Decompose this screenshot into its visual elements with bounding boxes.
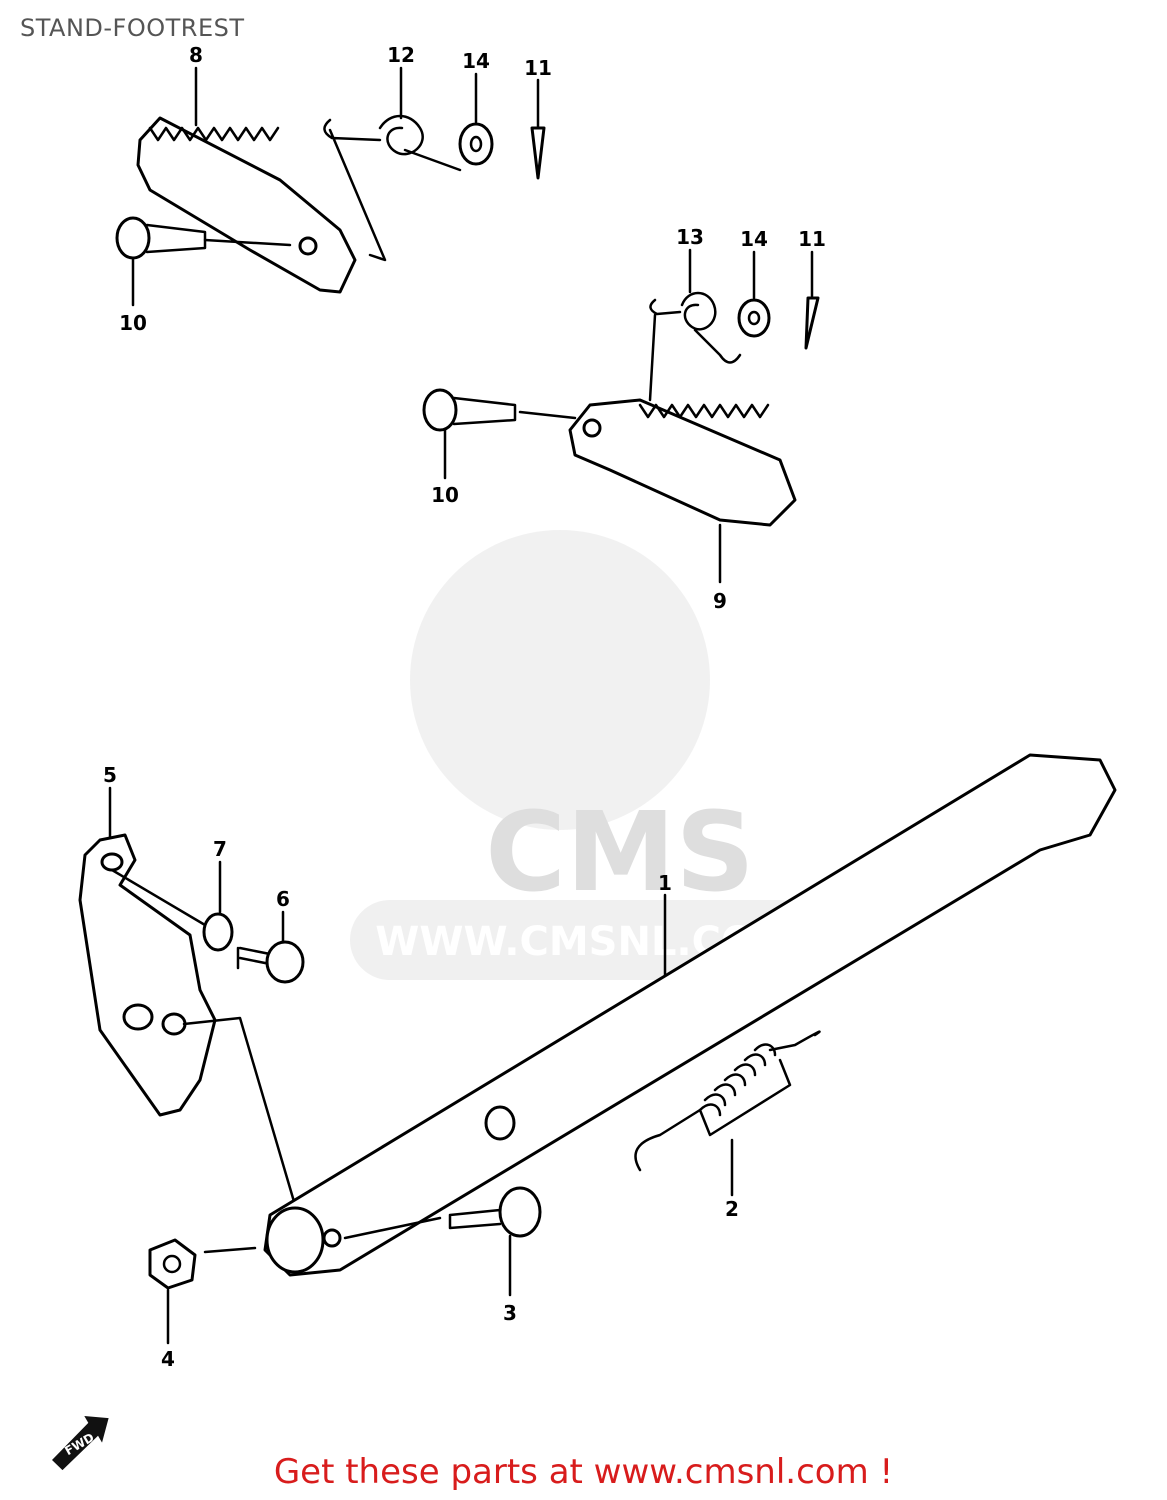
- footer-call-to-action[interactable]: Get these parts at www.cmsnl.com !: [273, 1452, 894, 1492]
- stand-nut-guide: [203, 1246, 257, 1254]
- side-stand: [263, 753, 1117, 1277]
- right-pin-guide: [518, 410, 577, 420]
- label-part-11: 11: [524, 56, 552, 80]
- left-washer-hole: [469, 135, 483, 153]
- left-spring-coil: [323, 114, 462, 262]
- side-stand-bolt-guide: [343, 1216, 442, 1240]
- label-part-9: 9: [713, 589, 727, 613]
- stand-bracket-guide-upper: [110, 868, 207, 927]
- right-cotter-pin: [804, 296, 820, 350]
- stand-bracket-hole-lower: [161, 1012, 187, 1036]
- stand-nut: [148, 1238, 257, 1290]
- label-part-14: 14: [462, 49, 490, 73]
- bracket-washer: [202, 912, 234, 952]
- right-spring-coil: [648, 291, 742, 402]
- label-part-13: 13: [676, 225, 704, 249]
- fwd-arrow-shape: [52, 1415, 109, 1471]
- stand-spring-body: [698, 1058, 792, 1137]
- right-pin-head: [422, 388, 458, 432]
- stand-spring-coil: [634, 1030, 821, 1172]
- stand-spring: [634, 1030, 821, 1172]
- watermark-mascot: [410, 530, 710, 830]
- stand-nut-body: [148, 1238, 197, 1290]
- right-washer: [737, 298, 771, 338]
- leader-lines: [108, 66, 814, 1345]
- label-part-4: 4: [161, 1347, 175, 1371]
- left-pin: [115, 216, 292, 260]
- stand-bracket: [78, 833, 297, 1207]
- side-stand-spring-peg: [484, 1105, 516, 1141]
- right-pin: [422, 388, 577, 432]
- side-stand-pivot: [265, 1206, 325, 1274]
- page-title: STAND-FOOTREST: [20, 14, 245, 42]
- stand-bracket-hole-upper: [100, 852, 124, 872]
- stand-bolt: [448, 1186, 542, 1238]
- right-footrest-peg: [568, 398, 797, 527]
- left-spring: [323, 114, 462, 262]
- right-washer-hole: [747, 310, 761, 326]
- left-pin-guide: [203, 238, 292, 247]
- left-pin-head: [115, 216, 151, 260]
- label-part-1: 1: [658, 871, 672, 895]
- stand-nut-hole: [162, 1254, 182, 1274]
- left-pin-shank: [145, 223, 207, 254]
- label-part-8: 8: [189, 43, 203, 67]
- label-part-5: 5: [103, 763, 117, 787]
- label-part-12: 12: [387, 43, 415, 67]
- right-footrest: [568, 398, 797, 527]
- stand-bolt-thread: [448, 1208, 502, 1230]
- left-footrest-pivot-hole: [298, 236, 318, 256]
- label-part-14-right: 14: [740, 227, 768, 251]
- left-footrest: [136, 116, 357, 294]
- right-pin-shank: [452, 396, 517, 426]
- part-labels: 8 12 14 11 10 13 14 11 10 9 5 7 6 1 2 3 …: [103, 43, 826, 1371]
- bracket-bolt: [236, 940, 305, 984]
- left-washer: [458, 122, 494, 166]
- stand-bracket-plate: [78, 833, 217, 1117]
- left-footrest-teeth: [148, 126, 280, 142]
- watermark-brand: CMS: [485, 788, 754, 916]
- right-spring: [648, 291, 742, 402]
- left-footrest-peg: [136, 116, 357, 294]
- right-footrest-teeth: [638, 403, 770, 419]
- stand-bracket-guide-lower: [182, 1016, 297, 1207]
- label-part-2: 2: [725, 1197, 739, 1221]
- bracket-bolt-head: [265, 940, 305, 984]
- label-part-10: 10: [119, 311, 147, 335]
- stand-bolt-head: [498, 1186, 542, 1238]
- side-stand-pivot-hole: [322, 1228, 342, 1248]
- stand-bracket-boss: [122, 1003, 154, 1031]
- label-part-6: 6: [276, 887, 290, 911]
- label-part-7: 7: [213, 837, 227, 861]
- label-part-10-right: 10: [431, 483, 459, 507]
- label-part-11-right: 11: [798, 227, 826, 251]
- watermark: CMS WWW.CMSNL.COM: [350, 530, 820, 980]
- left-cotter-pin: [530, 126, 546, 180]
- right-footrest-pivot-hole: [582, 418, 602, 438]
- label-part-3: 3: [503, 1301, 517, 1325]
